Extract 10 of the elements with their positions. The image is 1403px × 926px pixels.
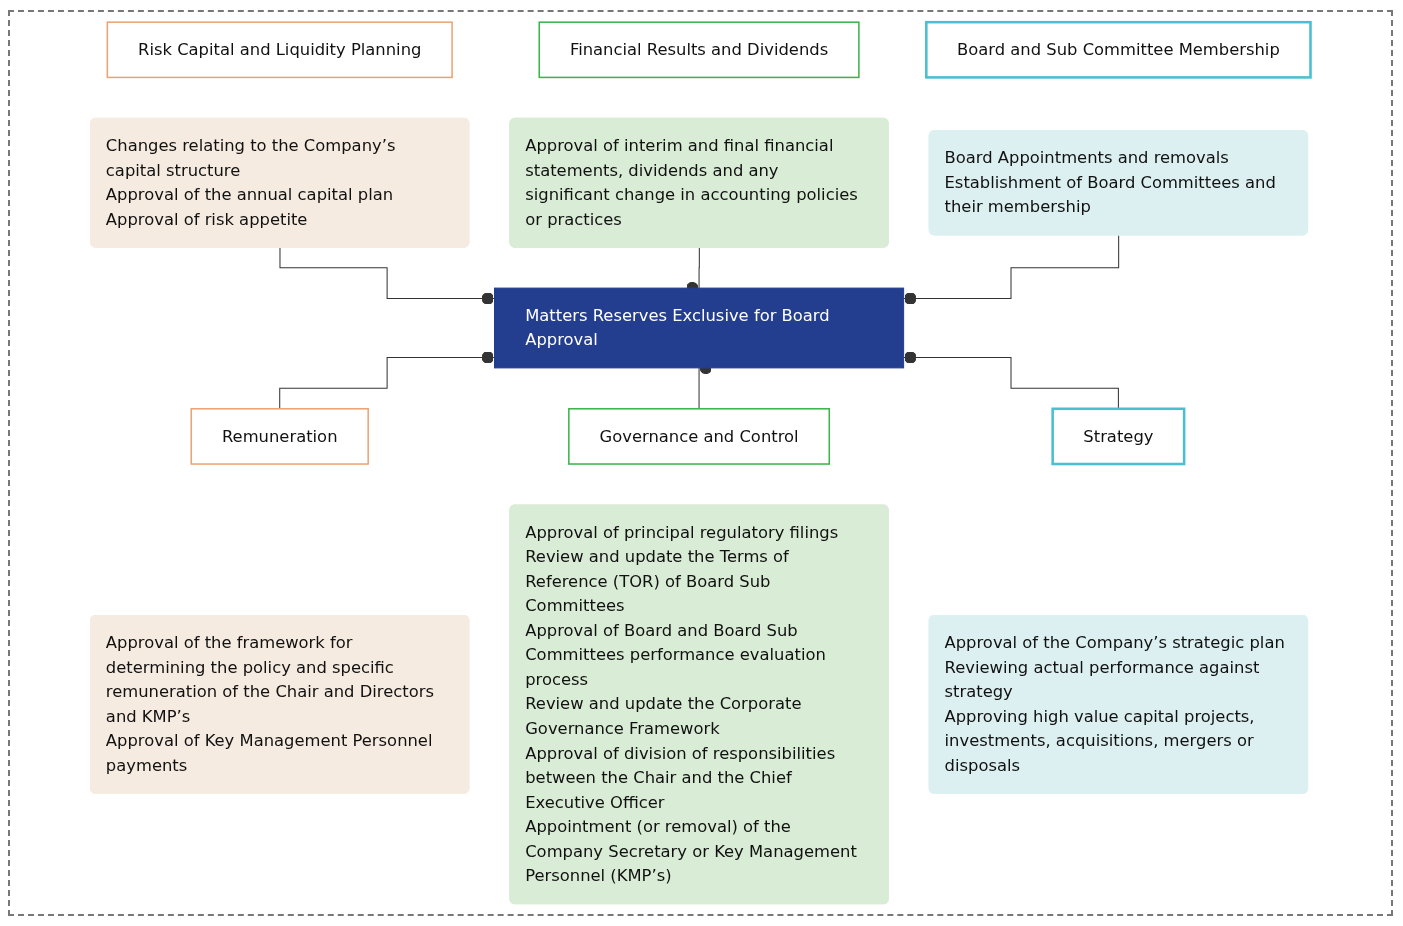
node-box: Financial Results and Dividends bbox=[538, 21, 860, 79]
node-box: Matters Reserves Exclusive for Board Approval bbox=[494, 287, 905, 369]
connector bbox=[279, 351, 495, 410]
node-box: Risk Capital and Liquidity Planning bbox=[106, 21, 453, 79]
node-box: Board and Sub Committee Membership bbox=[925, 20, 1312, 79]
connector bbox=[279, 247, 495, 305]
node-box: Strategy bbox=[1051, 407, 1186, 466]
node-box: Remuneration bbox=[190, 408, 369, 465]
connector bbox=[903, 234, 1120, 305]
node-box: Governance and Control bbox=[568, 408, 831, 465]
